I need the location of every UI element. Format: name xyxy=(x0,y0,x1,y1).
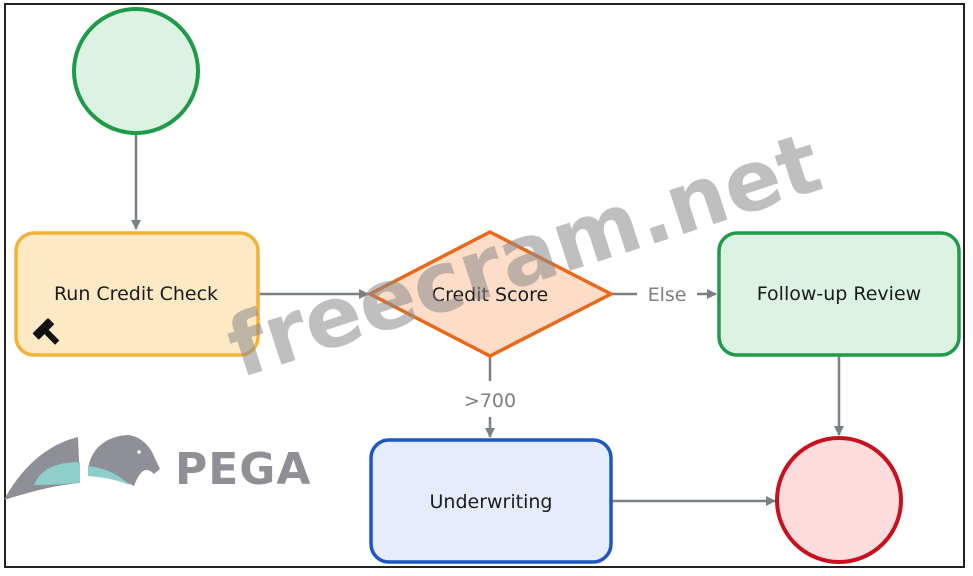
step-follow-up-review[interactable]: Follow-up Review xyxy=(717,231,961,357)
pega-logo-text: PEGA xyxy=(175,444,311,495)
step-label-underwriting: Underwriting xyxy=(430,491,553,513)
step-run-credit-check[interactable]: Run Credit Check xyxy=(14,231,260,357)
hammer-icon xyxy=(32,318,60,345)
step-label-run-credit-check: Run Credit Check xyxy=(54,283,218,305)
end-event[interactable] xyxy=(775,436,903,564)
edge-label-else: Else xyxy=(648,284,687,306)
edge-label-over-700: >700 xyxy=(464,390,516,412)
step-label-follow-up-review: Follow-up Review xyxy=(757,283,921,305)
pega-horse-icon xyxy=(4,435,160,500)
step-underwriting[interactable]: Underwriting xyxy=(369,438,613,564)
edges xyxy=(131,134,844,506)
pega-logo: PEGA xyxy=(4,435,311,500)
start-event[interactable] xyxy=(72,7,200,135)
decision-credit-score[interactable]: Credit Score xyxy=(366,230,615,358)
decision-label-credit-score: Credit Score xyxy=(432,284,548,306)
